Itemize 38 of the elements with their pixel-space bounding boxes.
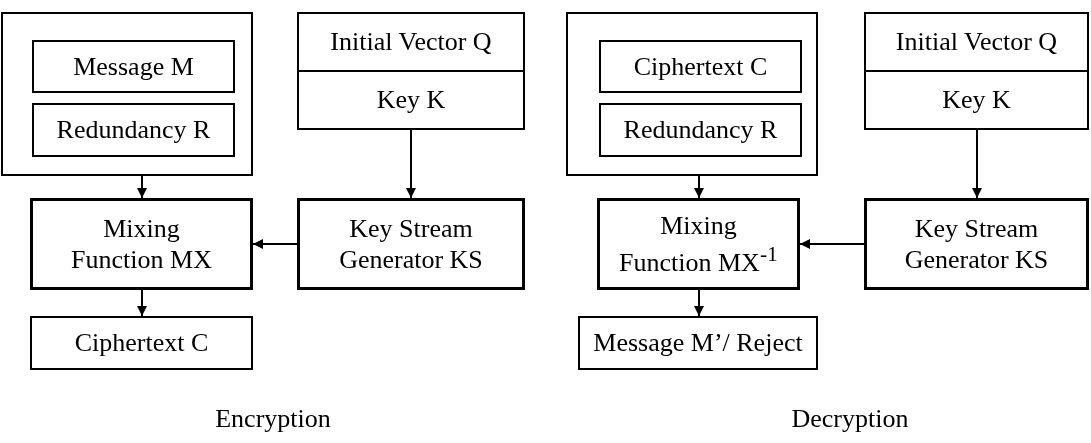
arrow <box>252 239 298 249</box>
diagram-caption: Encryption <box>215 404 331 434</box>
text-box <box>30 316 253 370</box>
group-box <box>566 12 818 176</box>
box-label: Key K <box>375 84 447 116</box>
function-box <box>864 198 1089 290</box>
box-label: Key K <box>941 84 1012 116</box>
box-label: Ciphertext C <box>73 327 210 359</box>
function-box <box>297 198 525 290</box>
box-label: Initial Vector Q <box>894 26 1059 58</box>
arrow <box>137 289 147 317</box>
arrow <box>694 175 704 199</box>
box-label: Key Stream Generator KS <box>338 212 484 276</box>
text-box <box>32 40 235 93</box>
box-label: Message M’/ Reject <box>592 327 804 359</box>
arrow <box>972 129 982 199</box>
arrow <box>799 239 865 249</box>
text-box <box>578 316 818 370</box>
arrow <box>137 175 147 199</box>
box-label: Mixing Function MX <box>70 212 213 276</box>
text-box <box>864 12 1089 130</box>
text-box <box>297 12 525 130</box>
box-label: Redundancy R <box>622 114 779 146</box>
box-label: Ciphertext C <box>632 50 769 83</box>
box-label: Message M <box>72 50 195 83</box>
text-box <box>599 103 802 157</box>
box-label: Key Stream Generator KS <box>903 212 1050 276</box>
box-label: Mixing Function MX$^{-1}$ <box>618 210 779 278</box>
box-label: Redundancy R <box>55 114 212 146</box>
arrow <box>406 129 416 199</box>
text-box <box>32 103 235 157</box>
text-box <box>599 40 802 93</box>
group-box <box>1 12 253 176</box>
diagram-caption: Decryption <box>791 404 909 434</box>
box-label: Initial Vector Q <box>329 26 493 58</box>
function-box <box>30 198 253 290</box>
arrow <box>694 289 704 317</box>
function-box <box>597 198 800 290</box>
